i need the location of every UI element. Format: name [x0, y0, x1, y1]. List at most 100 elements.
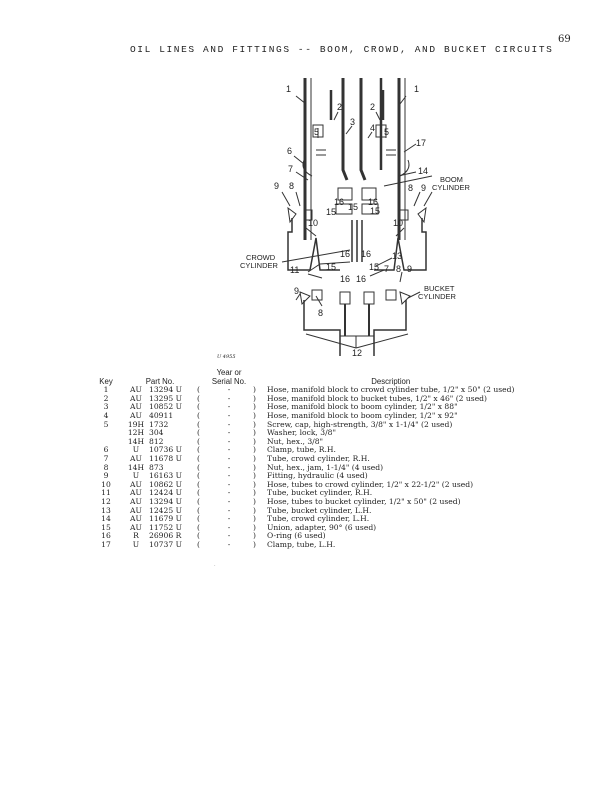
part-description: Tube, crowd cylinder, L.H. [267, 514, 370, 524]
paren-close: ) [253, 514, 256, 524]
part-prefix: AU [130, 496, 142, 506]
callout-16: 16 [361, 249, 371, 259]
part-prefix: AU [130, 488, 142, 498]
paren-close: ) [253, 471, 256, 481]
crowd-cylinder-label: CYLINDER [240, 261, 279, 270]
paren-open: ( [197, 453, 200, 463]
year-serial: - [227, 385, 231, 395]
part-prefix: R [133, 531, 139, 541]
paren-open: ( [197, 496, 200, 506]
part-description: Union, adapter, 90° (6 used) [267, 522, 377, 532]
year-serial: - [227, 445, 231, 455]
table-header-row: Year or [89, 368, 514, 378]
paren-close: ) [253, 539, 256, 549]
part-description: Hose, manifold block to crowd cylinder t… [267, 385, 515, 395]
callout-1: 1 [286, 84, 291, 94]
year-serial: - [227, 462, 231, 472]
year-header-line1: Year or [216, 368, 242, 377]
part-prefix: 14H [127, 436, 145, 446]
part-description: Hose, tubes to bucket cylinder, 1/2" x 5… [267, 496, 461, 506]
part-number: 812 [149, 436, 164, 446]
paren-open: ( [197, 539, 200, 549]
callout-8: 8 [289, 181, 294, 191]
paren-close: ) [253, 402, 256, 412]
part-description: Screw, cap, high-strength, 3/8" x 1-1/4"… [267, 419, 453, 429]
part-prefix: AU [130, 385, 142, 395]
part-description: O-ring (6 used) [267, 531, 326, 541]
part-description: Fitting, hydraulic (4 used) [267, 471, 368, 481]
callout-4: 4 [370, 123, 375, 133]
callout-15: 15 [326, 262, 336, 272]
row-key [89, 429, 123, 438]
row-key: 10 [101, 479, 111, 489]
year-serial: - [227, 531, 231, 541]
row-key: 3 [103, 402, 109, 412]
part-prefix: AU [130, 479, 142, 489]
row-key: 9 [103, 471, 109, 481]
paren-open: ( [197, 445, 200, 455]
callout-14: 14 [418, 166, 428, 176]
paren-close: ) [253, 419, 256, 429]
part-description: Hose, manifold block to bucket tubes, 1/… [267, 393, 488, 403]
part-number: 11679 U [149, 514, 182, 524]
paren-close: ) [253, 393, 256, 403]
year-serial: - [227, 402, 231, 412]
callout-9: 9 [421, 183, 426, 193]
callout-10: 10 [393, 218, 403, 228]
part-prefix: 12H [127, 428, 145, 438]
callout-9: 9 [294, 286, 299, 296]
paren-close: ) [253, 531, 256, 541]
part-number: 13294 U [149, 496, 182, 506]
part-number: 10736 U [149, 445, 182, 455]
part-number: 12424 U [149, 488, 182, 498]
page-mark: . [214, 562, 216, 568]
callout-10: 10 [308, 218, 318, 228]
year-serial: - [227, 479, 231, 489]
row-key: 4 [103, 410, 109, 420]
callout-12: 12 [352, 348, 362, 358]
paren-open: ( [197, 462, 200, 472]
key-header: Key [99, 376, 113, 386]
paren-open: ( [197, 385, 200, 395]
part-number: 10862 U [149, 479, 182, 489]
page-number: 69 [558, 34, 571, 45]
part-number: 26906 R [149, 531, 182, 541]
part-number: 11752 U [149, 522, 182, 532]
row-key: 2 [103, 393, 109, 403]
paren-open: ( [197, 505, 200, 515]
paren-open: ( [197, 428, 200, 438]
part-prefix: AU [130, 402, 142, 412]
year-serial: - [227, 522, 231, 532]
crowd-cylinder-label: CROWD [246, 253, 276, 262]
paren-close: ) [253, 445, 256, 455]
paren-close: ) [253, 505, 256, 515]
paren-open: ( [197, 479, 200, 489]
part-number: 11678 U [149, 453, 182, 463]
callout-16: 16 [368, 197, 378, 207]
year-serial: - [227, 505, 231, 515]
paren-open: ( [197, 402, 200, 412]
paren-open: ( [197, 514, 200, 524]
callout-8: 8 [396, 264, 401, 274]
callout-7: 7 [288, 164, 293, 174]
figure-id: U 4955 [217, 354, 236, 360]
callout-16: 16 [334, 197, 344, 207]
part-description: Tube, crowd cylinder, R.H. [267, 453, 370, 463]
part-number: 304 [149, 428, 164, 438]
parts-table: Year or Key Part No. Serial No. Descript… [89, 368, 514, 549]
part-description: Hose, manifold block to boom cylinder, 1… [267, 410, 458, 420]
year-serial: - [227, 436, 231, 446]
